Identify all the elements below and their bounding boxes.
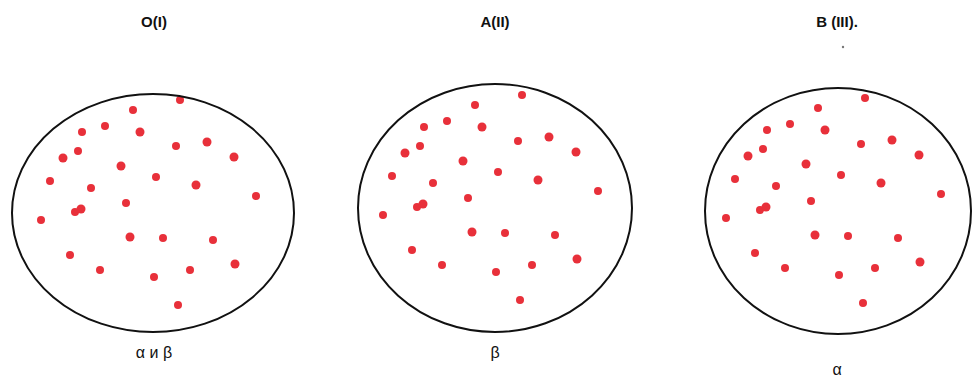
blood-group-circle: O(I) α и β	[8, 10, 300, 378]
blood-group-circle: B (III). α	[702, 10, 972, 380]
antibody-label: β	[355, 343, 635, 362]
group-title: B (III).	[702, 12, 972, 31]
antibody-label: α	[702, 360, 972, 379]
antibody-label: α и β	[8, 343, 300, 362]
blood-group-circle: A(II) β	[355, 10, 635, 378]
circle-outline	[702, 10, 972, 380]
group-title: O(I)	[8, 12, 300, 31]
group-title: A(II)	[355, 12, 635, 31]
circle-outline	[8, 10, 300, 378]
circle-outline	[355, 10, 635, 378]
